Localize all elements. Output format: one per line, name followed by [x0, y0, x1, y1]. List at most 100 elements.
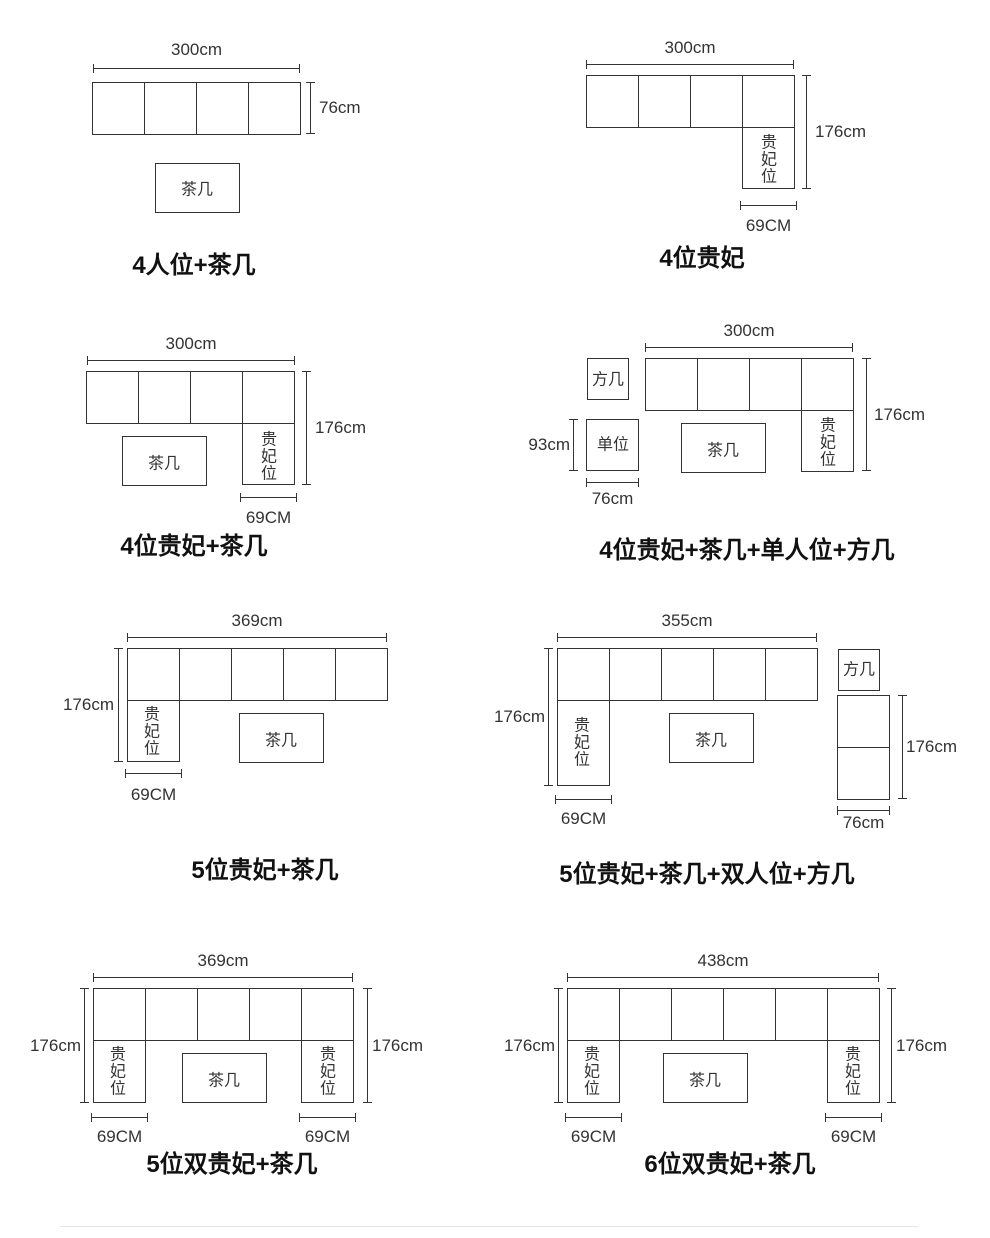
d6-width-line — [557, 637, 817, 638]
d3-width-text: 300cm — [165, 334, 217, 353]
d3-height-tick-top — [302, 371, 311, 372]
d4-single-height-text: 93cm — [528, 435, 570, 454]
d2-chaise-width-tick-left — [740, 201, 741, 210]
d8-height-left-tick-bottom — [554, 1102, 563, 1103]
d2-chaise-width-text: 69CM — [745, 216, 792, 235]
d5-seat-3 — [231, 648, 284, 701]
d4-seat-2 — [697, 358, 750, 411]
d8-height-right-text: 176cm — [896, 1035, 948, 1055]
d7-height-left-tick-bottom — [80, 1102, 89, 1103]
d3-height-text: 176cm — [315, 418, 367, 437]
d6-seat-5 — [765, 648, 818, 701]
d8-chaise-right-width-line — [825, 1117, 882, 1118]
d3-tea-table-label: 茶几 — [147, 455, 181, 473]
d6-width-text: 355cm — [661, 611, 713, 630]
d6-loveseat-seat-2 — [837, 747, 890, 800]
d6-chaise-width-tick-left — [555, 795, 556, 804]
d5-chaise-label: 贵 妃 位 — [143, 706, 161, 758]
d7-chaise-left-width-tick-right — [147, 1113, 148, 1122]
d8-height-left-tick-top — [554, 988, 563, 989]
d3-chaise-width-tick-right — [296, 493, 297, 502]
d6-height-text: 176cm — [493, 707, 545, 726]
d6-seat-3 — [661, 648, 714, 701]
d4-width-text: 300cm — [723, 321, 775, 340]
d7-chaise-right-width-line — [299, 1117, 356, 1118]
d8-chaise-left — [567, 1040, 620, 1103]
d7-seat-5 — [301, 988, 354, 1041]
d1-seat-4 — [248, 82, 301, 135]
d1-height-text: 76cm — [319, 98, 361, 117]
d7-height-right-tick-top — [363, 988, 372, 989]
d4-seat-4 — [801, 358, 854, 411]
d7-chaise-right-width-tick-left — [299, 1113, 300, 1122]
d8-seat-6 — [827, 988, 880, 1041]
d8-height-left-text: 176cm — [503, 1035, 555, 1055]
d2-height-line — [806, 75, 807, 189]
d8-height-right-tick-top — [887, 988, 896, 989]
d5-height-tick-bottom — [114, 761, 123, 762]
d5-tea-table — [239, 713, 324, 763]
d6-side-table-label: 方几 — [842, 661, 876, 679]
d3-chaise-width-text: 69CM — [245, 508, 292, 527]
d6-loveseat-height-text: 176cm — [906, 737, 958, 756]
d8-chaise-right-label: 贵 妃 位 — [844, 1046, 862, 1098]
d4-single-width-line — [586, 482, 639, 483]
d3-width-tick-left — [87, 356, 88, 365]
d4-side-table — [587, 358, 629, 400]
d4-width-tick-left — [645, 343, 646, 352]
d1-height-tick-bottom — [306, 133, 315, 134]
title-2: 4位贵妃 — [659, 245, 745, 272]
d6-loveseat-height-line — [902, 695, 903, 799]
d5-chaise-width-text: 69CM — [130, 785, 177, 804]
d7-height-right-line — [367, 988, 368, 1103]
d8-tea-table-label: 茶几 — [688, 1072, 722, 1090]
d5-height-line — [118, 648, 119, 762]
d4-chaise-label: 贵 妃 位 — [819, 417, 837, 469]
d4-height-line — [866, 358, 867, 471]
d3-tea-table — [122, 436, 207, 486]
d6-width-tick-left — [557, 633, 558, 642]
d8-width-line — [567, 977, 879, 978]
title-6: 5位贵妃+茶几+双人位+方几 — [559, 861, 855, 888]
d1-height-line — [310, 82, 311, 134]
d7-height-left-text: 176cm — [29, 1035, 81, 1055]
d5-height-text: 176cm — [62, 695, 114, 714]
d3-chaise-width-line — [240, 497, 297, 498]
d4-single-height-tick-bottom — [569, 470, 578, 471]
d6-seat-4 — [713, 648, 766, 701]
d2-chaise-width-tick-right — [796, 201, 797, 210]
d3-chaise — [242, 423, 295, 485]
d6-side-table — [838, 649, 880, 691]
d7-chaise-right-label: 贵 妃 位 — [319, 1046, 337, 1098]
d4-height-text: 176cm — [874, 404, 926, 424]
d7-height-left-tick-top — [80, 988, 89, 989]
d5-width-line — [127, 637, 387, 638]
d1-height-tick-top — [306, 82, 315, 83]
d6-loveseat-width-tick-left — [837, 806, 838, 815]
d6-tea-table — [669, 713, 754, 763]
d5-chaise — [127, 700, 180, 762]
title-8: 6位双贵妃+茶几 — [644, 1151, 816, 1178]
d8-height-right-tick-bottom — [887, 1102, 896, 1103]
d6-loveseat-width-text: 76cm — [842, 813, 885, 832]
d3-chaise-width-tick-left — [240, 493, 241, 502]
d7-chaise-left-label: 贵 妃 位 — [109, 1046, 127, 1098]
d8-chaise-left-width-text: 69CM — [570, 1127, 617, 1146]
d4-seat-1 — [645, 358, 698, 411]
d5-width-tick-left — [127, 633, 128, 642]
d7-width-tick-right — [352, 973, 353, 982]
d3-height-tick-bottom — [302, 484, 311, 485]
d5-height-tick-top — [114, 648, 123, 649]
d2-width-tick-left — [586, 60, 587, 69]
d5-width-tick-right — [386, 633, 387, 642]
d2-seat-3 — [690, 75, 743, 128]
d6-chaise — [557, 700, 610, 786]
d7-chaise-right-width-tick-right — [355, 1113, 356, 1122]
d5-seat-4 — [283, 648, 336, 701]
d8-chaise-right-width-tick-right — [881, 1113, 882, 1122]
d8-chaise-right-width-tick-left — [825, 1113, 826, 1122]
d8-seat-4 — [723, 988, 776, 1041]
d7-chaise-left-width-text: 69CM — [96, 1127, 143, 1146]
d4-width-tick-right — [852, 343, 853, 352]
d7-seat-4 — [249, 988, 302, 1041]
